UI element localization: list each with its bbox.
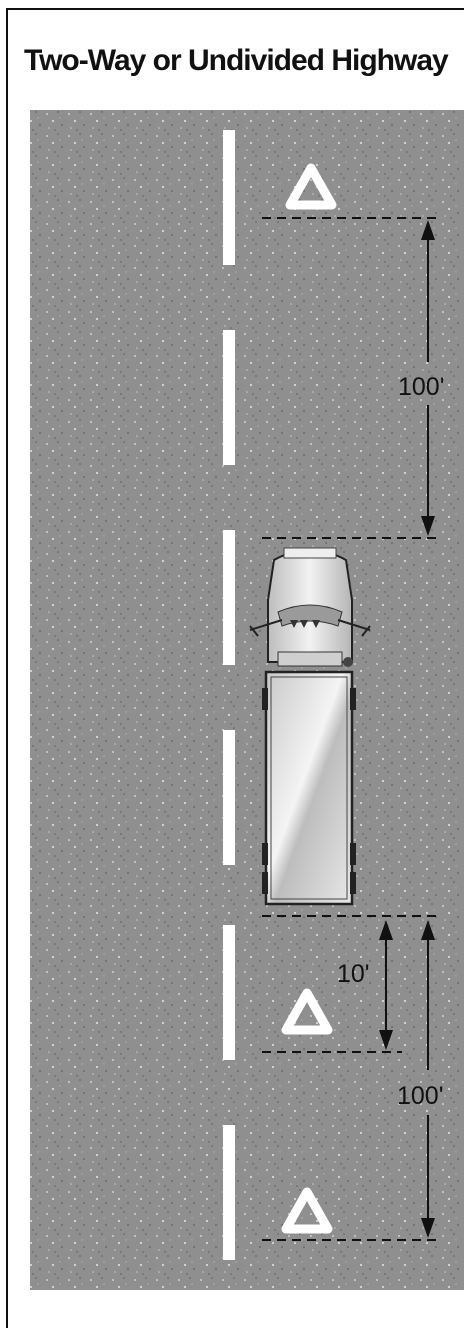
dimension-arrow-top: [421, 220, 435, 536]
reference-lines: [262, 217, 440, 1241]
warning-triangle-icon: [281, 988, 333, 1035]
truck-icon: [249, 547, 371, 906]
near-distance-label: 10': [337, 960, 370, 988]
center-lane-line: [223, 130, 235, 1260]
bottom-distance-label: 100': [397, 1082, 443, 1110]
diagram-title: Two-Way or Undivided Highway: [24, 44, 449, 77]
dimension-arrow-bottom: [421, 920, 435, 1238]
warning-triangle-icon: [285, 163, 337, 210]
warning-triangle-icon: [281, 1187, 333, 1234]
dimension-arrow-near: [379, 920, 393, 1050]
top-distance-label: 100': [398, 373, 444, 401]
road-surface: [30, 110, 464, 1290]
figure-frame: [6, 8, 464, 1328]
